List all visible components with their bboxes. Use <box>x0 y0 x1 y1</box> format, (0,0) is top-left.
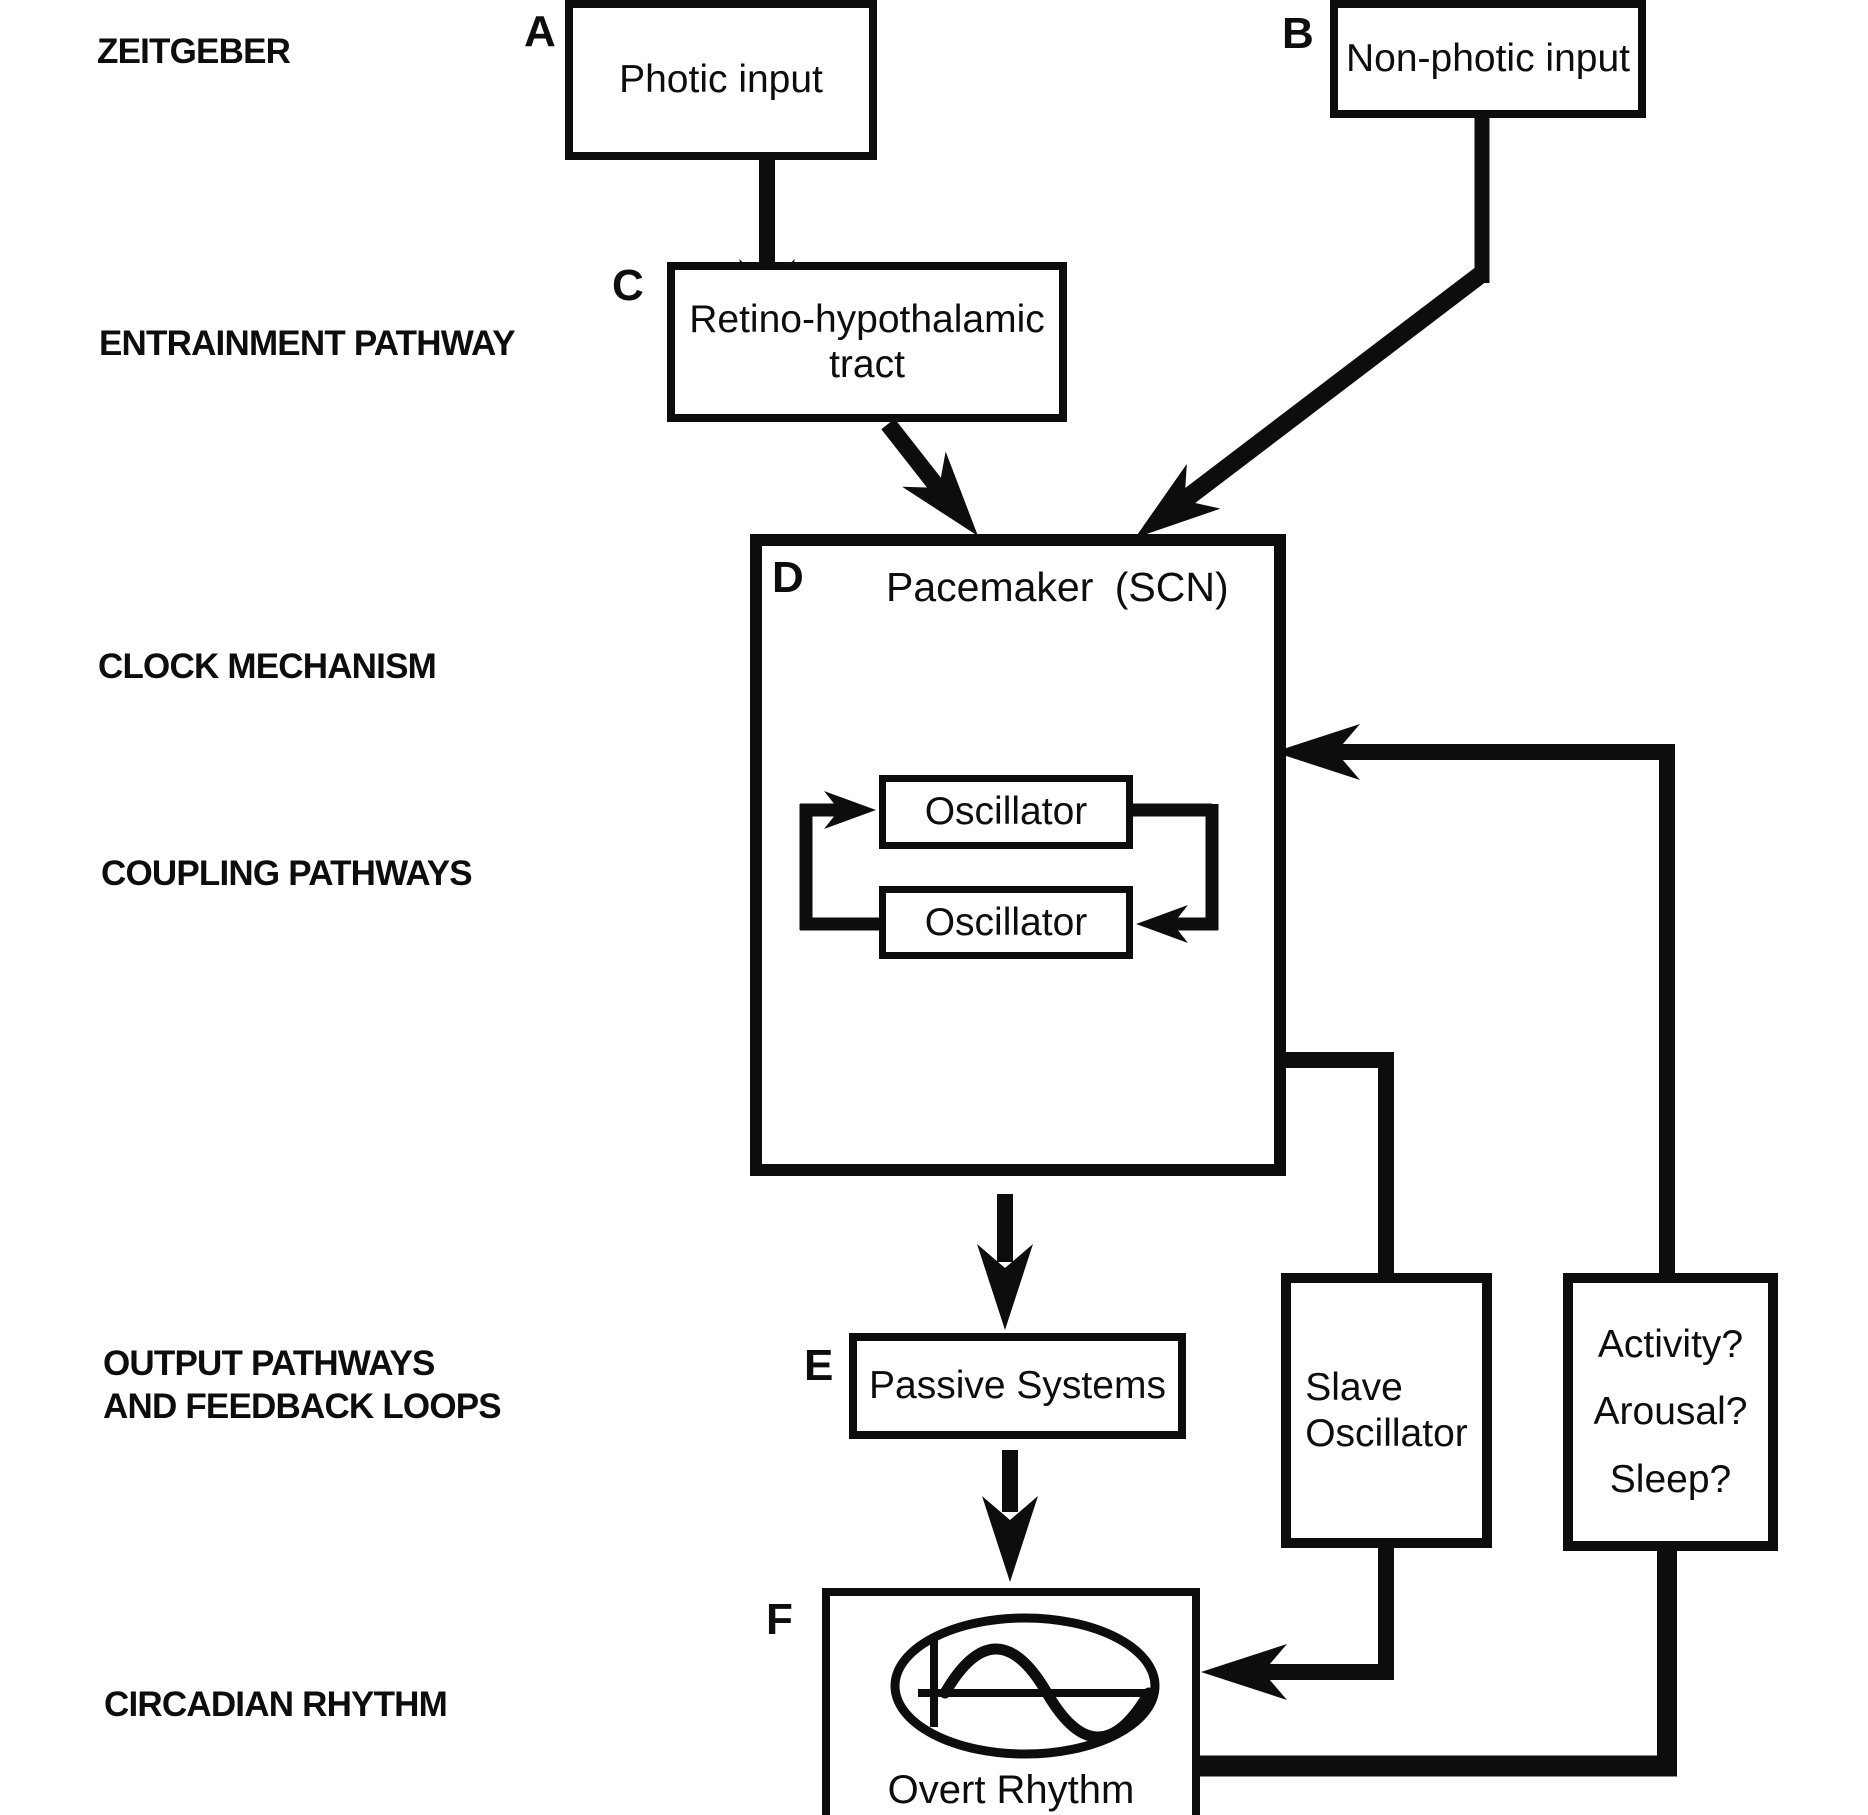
row-label-coupling-pathways: COUPLING PATHWAYS <box>101 854 473 893</box>
nonphotic-input-box: Non-photic input <box>1330 0 1646 118</box>
panel-letter-d: D <box>772 553 804 602</box>
activity-arousal-sleep-box: Activity? Arousal? Sleep? <box>1563 1273 1778 1551</box>
arrow-passive-to-overt <box>982 1450 1038 1582</box>
row-label-circadian-rhythm: CIRCADIAN RHYTHM <box>104 1685 448 1724</box>
panel-letter-f: F <box>766 1595 793 1644</box>
overt-rhythm-label: Overt Rhythm <box>887 1768 1135 1812</box>
activity-line3: Sleep? <box>1609 1457 1732 1501</box>
slave-line2: Oscillator <box>1305 1411 1468 1455</box>
arrow-pacemaker-to-passive <box>977 1194 1033 1330</box>
panel-letter-c: C <box>612 261 644 310</box>
activity-line1: Activity? <box>1597 1323 1744 1367</box>
coupling-loop-left <box>799 791 880 931</box>
slave-oscillator-box: Slave Oscillator <box>1281 1273 1492 1548</box>
sine-wave-ellipse <box>890 1613 1160 1759</box>
panel-letter-a: A <box>524 7 556 56</box>
arrow-rht-to-pacemaker <box>881 418 978 536</box>
rht-line2: tract <box>829 343 905 386</box>
arrow-nonphotic-to-pacemaker <box>1135 112 1490 538</box>
retino-hypothalamic-tract-label: Retino-hypothalamic tract <box>689 297 1045 387</box>
photic-input-box: Photic input <box>565 0 877 160</box>
activity-arousal-sleep-label: Activity? Arousal? Sleep? <box>1594 1311 1748 1512</box>
row-label-zeitgeber: ZEITGEBER <box>97 32 291 71</box>
oscillator-1-label: Oscillator <box>924 790 1088 834</box>
panel-letter-b: B <box>1282 9 1314 58</box>
passive-systems-box: Passive Systems <box>849 1333 1186 1439</box>
feedback-loop-to-pacemaker <box>1274 724 1675 1280</box>
row-label-output-pathways: OUTPUT PATHWAYS AND FEEDBACK LOOPS <box>103 1342 502 1429</box>
slave-line1: Slave <box>1305 1366 1403 1410</box>
sine-wave-icon <box>890 1613 1160 1759</box>
pacemaker-scn-title: Pacemaker (SCN) <box>886 564 1229 610</box>
nonphotic-input-label: Non-photic input <box>1345 37 1630 81</box>
feedback-line-overt-to-activity <box>1199 1542 1677 1777</box>
activity-line2: Arousal? <box>1593 1390 1748 1434</box>
retino-hypothalamic-tract-box: Retino-hypothalamic tract <box>667 262 1067 422</box>
passive-systems-label: Passive Systems <box>869 1364 1166 1408</box>
slave-oscillator-label: Slave Oscillator <box>1305 1365 1468 1455</box>
sine-wave-curve <box>939 1643 1155 1743</box>
row-label-output-line2: AND FEEDBACK LOOPS <box>103 1387 502 1427</box>
oscillator-2-box: Oscillator <box>879 886 1133 959</box>
line-pacemaker-to-slave-oscillator <box>1278 1052 1394 1280</box>
overt-rhythm-box <box>822 1588 1200 1815</box>
oscillator-1-box: Oscillator <box>879 775 1133 849</box>
row-label-clock-mechanism: CLOCK MECHANISM <box>98 647 437 686</box>
row-label-entrainment-pathway: ENTRAINMENT PATHWAY <box>99 324 516 363</box>
photic-input-label: Photic input <box>619 58 823 102</box>
panel-letter-e: E <box>804 1341 834 1390</box>
oscillator-2-label: Oscillator <box>924 900 1088 944</box>
arrow-slave-oscillator-to-overt-rhythm <box>1201 1540 1394 1700</box>
coupling-loop-right <box>1130 803 1219 943</box>
pacemaker-scn-box <box>750 534 1286 1176</box>
row-label-output-line1: OUTPUT PATHWAYS <box>103 1344 435 1383</box>
rht-line1: Retino-hypothalamic <box>689 297 1045 341</box>
